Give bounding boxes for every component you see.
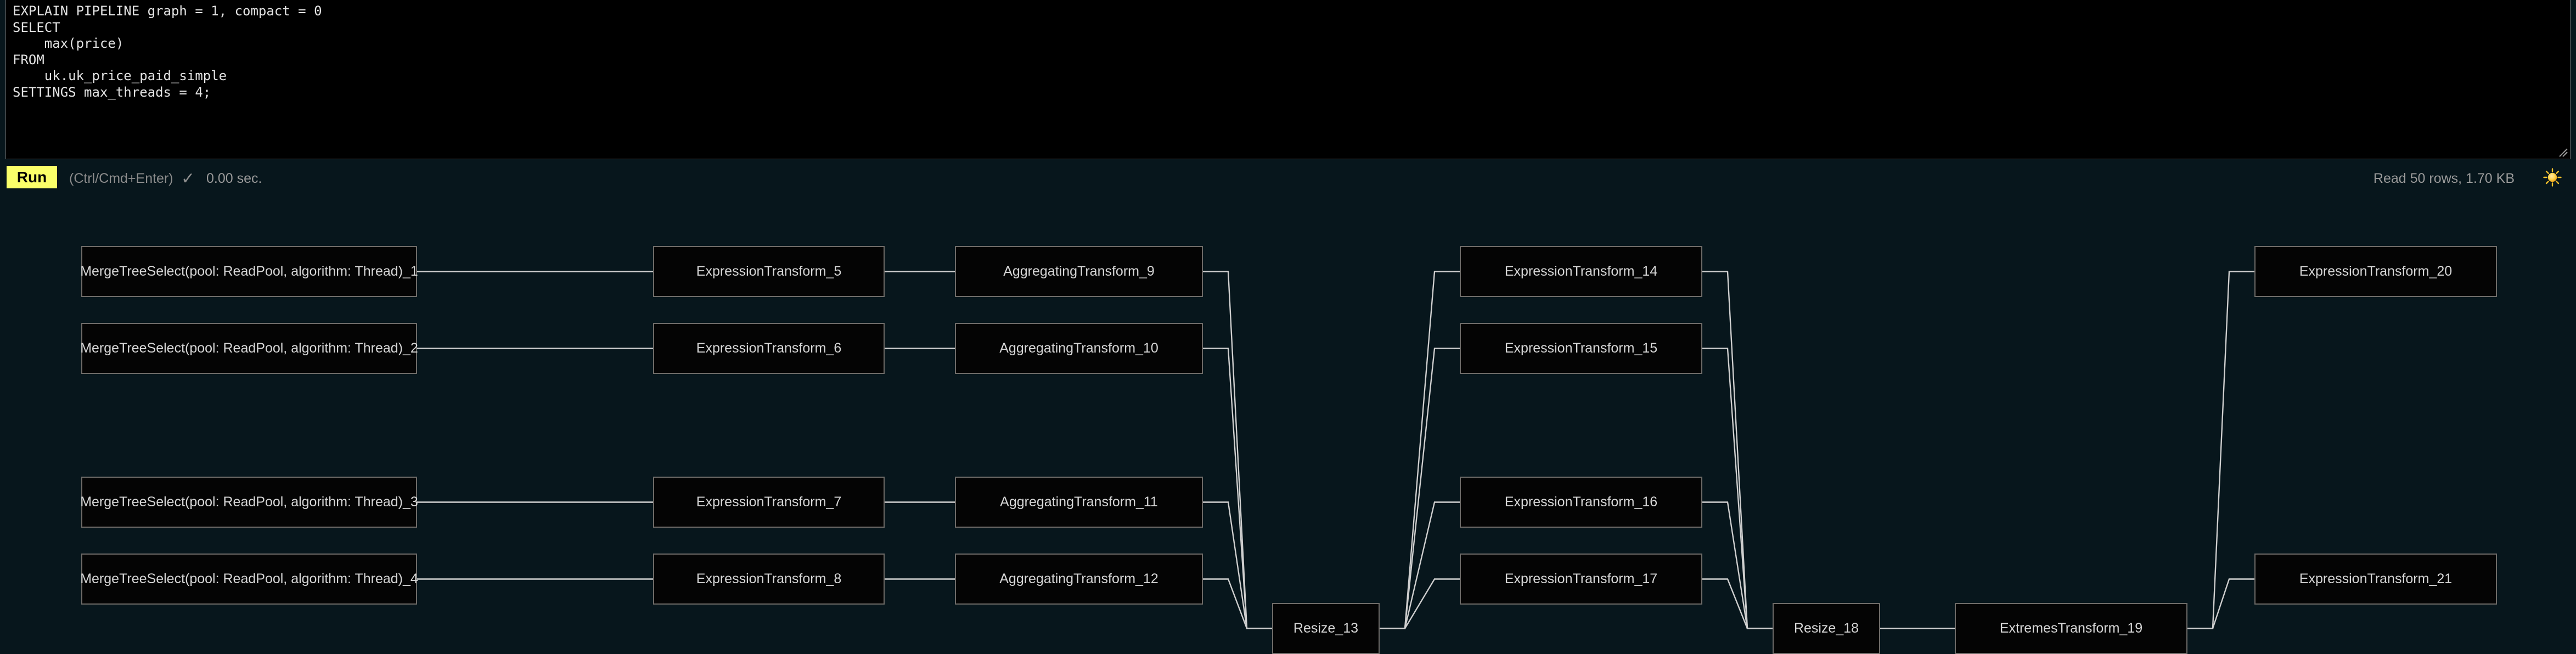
graph-edge: [1702, 271, 1773, 629]
graph-node-label: Resize_18: [1793, 621, 1859, 636]
graph-node-label: ExpressionTransform_21: [2299, 571, 2453, 586]
graph-node[interactable]: ExpressionTransform_15: [1460, 323, 1702, 374]
pipeline-graph: MergeTreeSelect(pool: ReadPool, algorith…: [0, 195, 2576, 654]
graph-edge: [1702, 578, 1773, 629]
graph-node[interactable]: ExpressionTransform_8: [653, 554, 885, 605]
graph-node-label: ExpressionTransform_20: [2299, 264, 2453, 279]
graph-node[interactable]: ExtremesTransform_19: [1955, 603, 2187, 654]
graph-node-label: MergeTreeSelect(pool: ReadPool, algorith…: [80, 340, 418, 356]
graph-node-label: AggregatingTransform_9: [1003, 264, 1155, 279]
graph-node[interactable]: ExpressionTransform_7: [653, 477, 885, 528]
graph-node[interactable]: ExpressionTransform_14: [1460, 246, 1702, 297]
graph-edge: [2187, 578, 2254, 629]
graph-edge: [1203, 271, 1272, 629]
graph-node[interactable]: ExpressionTransform_17: [1460, 554, 1702, 605]
graph-node-label: AggregatingTransform_11: [1000, 494, 1158, 510]
graph-edge: [1203, 348, 1272, 629]
graph-node[interactable]: Resize_18: [1773, 603, 1880, 654]
graph-edge: [1380, 348, 1460, 629]
graph-node[interactable]: ExpressionTransform_16: [1460, 477, 1702, 528]
graph-edge: [2187, 271, 2254, 629]
graph-edge: [1380, 501, 1460, 629]
graph-edge: [1702, 348, 1773, 629]
query-toolbar: Run (Ctrl/Cmd+Enter) ✓ 0.00 sec. Read 50…: [0, 160, 2576, 194]
graph-node-label: ExpressionTransform_17: [1504, 571, 1658, 586]
sql-editor-container: [5, 0, 2571, 159]
success-check-icon: ✓: [181, 170, 195, 188]
pipeline-edges: [417, 271, 2254, 629]
graph-node-label: MergeTreeSelect(pool: ReadPool, algorith…: [80, 571, 418, 586]
graph-node[interactable]: AggregatingTransform_10: [955, 323, 1203, 374]
graph-node[interactable]: ExpressionTransform_5: [653, 246, 885, 297]
graph-edge: [1203, 501, 1272, 629]
graph-node-label: ExpressionTransform_7: [696, 494, 842, 510]
sql-editor-input[interactable]: [5, 0, 2571, 159]
shortcut-hint-label: (Ctrl/Cmd+Enter): [69, 171, 173, 186]
graph-node[interactable]: ExpressionTransform_6: [653, 323, 885, 374]
sun-icon[interactable]: [2543, 168, 2562, 187]
graph-node-label: ExpressionTransform_8: [696, 571, 842, 586]
graph-node-label: ExpressionTransform_15: [1504, 340, 1658, 356]
read-stats-label: Read 50 rows, 1.70 KB: [2373, 171, 2515, 186]
graph-node[interactable]: MergeTreeSelect(pool: ReadPool, algorith…: [80, 554, 418, 605]
graph-edge: [1203, 578, 1272, 629]
graph-node-label: ExtremesTransform_19: [1999, 621, 2143, 636]
graph-node[interactable]: MergeTreeSelect(pool: ReadPool, algorith…: [80, 323, 418, 374]
graph-node[interactable]: ExpressionTransform_21: [2254, 554, 2497, 605]
graph-node[interactable]: AggregatingTransform_12: [955, 554, 1203, 605]
graph-node-label: Resize_13: [1293, 621, 1359, 636]
graph-node-label: ExpressionTransform_5: [696, 264, 842, 279]
graph-node[interactable]: AggregatingTransform_9: [955, 246, 1203, 297]
run-button[interactable]: Run: [7, 166, 57, 188]
graph-node-label: ExpressionTransform_6: [696, 340, 842, 356]
graph-node-label: MergeTreeSelect(pool: ReadPool, algorith…: [80, 494, 418, 510]
graph-edge: [1702, 501, 1773, 629]
graph-node[interactable]: MergeTreeSelect(pool: ReadPool, algorith…: [80, 477, 418, 528]
graph-node[interactable]: AggregatingTransform_11: [955, 477, 1203, 528]
graph-node-label: ExpressionTransform_16: [1504, 494, 1658, 510]
graph-node-label: AggregatingTransform_10: [999, 340, 1158, 356]
elapsed-time-label: 0.00 sec.: [206, 171, 262, 186]
graph-edge: [1380, 271, 1460, 629]
graph-node[interactable]: Resize_13: [1272, 603, 1380, 654]
graph-edge: [1380, 578, 1460, 629]
graph-node[interactable]: ExpressionTransform_20: [2254, 246, 2497, 297]
graph-node-label: MergeTreeSelect(pool: ReadPool, algorith…: [80, 264, 418, 279]
graph-node-label: ExpressionTransform_14: [1504, 264, 1658, 279]
graph-node[interactable]: MergeTreeSelect(pool: ReadPool, algorith…: [80, 246, 418, 297]
graph-node-label: AggregatingTransform_12: [999, 571, 1158, 586]
